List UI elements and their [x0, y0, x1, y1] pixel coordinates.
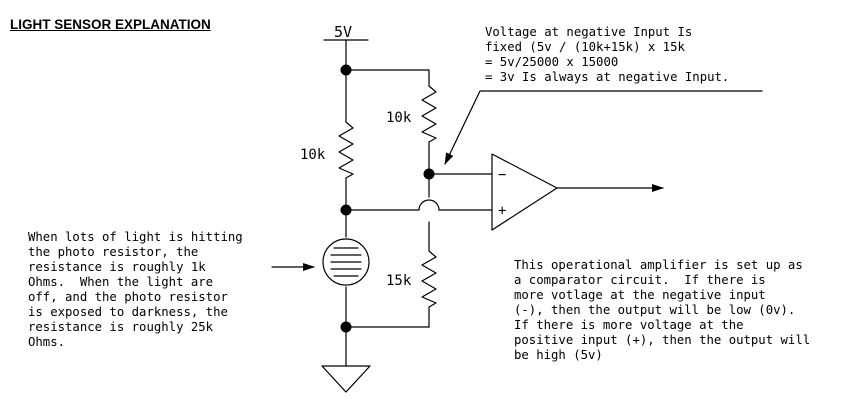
resistor-left-label: 10k	[300, 147, 326, 163]
opamp-minus-label: −	[498, 167, 506, 183]
arrow-annotation-icon	[444, 90, 763, 165]
opamp-plus-label: +	[498, 203, 506, 219]
supply-label: 5V	[334, 23, 352, 41]
voltage-calc-note: Voltage at negative Input Is fixed (5v /…	[485, 25, 730, 84]
junction-dot	[423, 168, 435, 180]
resistor-right-top-label: 10k	[386, 110, 412, 126]
junctions	[340, 64, 435, 333]
opamp-triangle	[491, 153, 558, 231]
wire-crossover-hop	[418, 199, 440, 211]
photo-resistor-icon	[322, 238, 370, 286]
junction-dot	[340, 204, 352, 216]
junction-dot	[340, 321, 352, 333]
ground-icon	[321, 365, 371, 393]
resistor-right-bottom	[421, 250, 437, 308]
resistor-left	[338, 121, 354, 179]
resistor-right-top	[421, 85, 437, 143]
comparator-note: This operational amplifier is set up as …	[514, 258, 811, 362]
photo-resistor-note: When lots of light is hitting the photo …	[28, 230, 243, 349]
junction-dot	[340, 64, 352, 76]
resistor-right-bottom-label: 15k	[386, 273, 412, 289]
diagram-title: LIGHT SENSOR EXPLANATION	[10, 17, 211, 32]
